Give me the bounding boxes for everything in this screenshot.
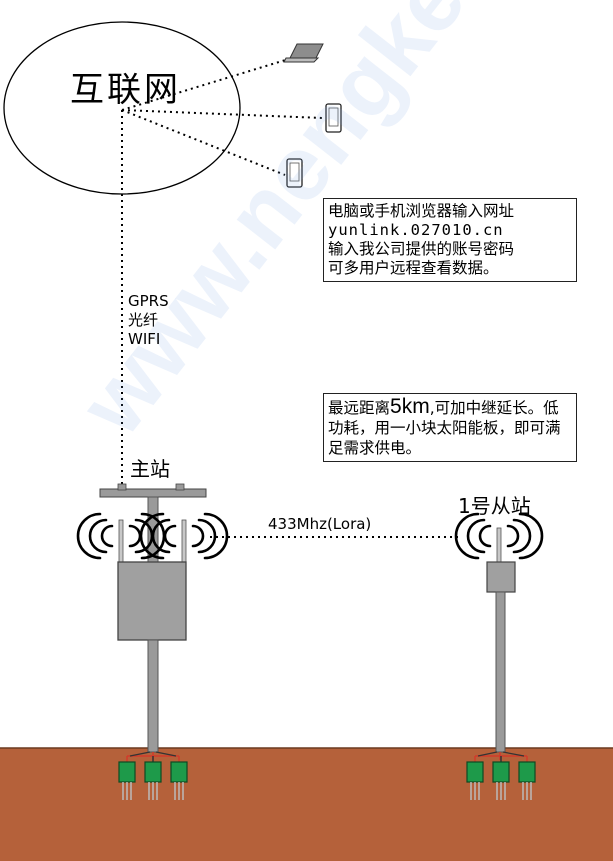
uplink-label: GPRS 光纤 WIFI: [128, 292, 169, 349]
sensor-icon: [144, 761, 162, 800]
phone-icon: [286, 158, 303, 188]
sensor-icon: [492, 761, 510, 800]
access-url: yunlink.027010.cn: [328, 221, 504, 239]
range-prefix: 最远距离: [328, 399, 391, 417]
laptop-icon: [283, 43, 324, 63]
sub-station-label: 1号从站: [458, 494, 531, 518]
sensor-icon: [518, 761, 536, 800]
sub-sensor-array: [466, 751, 536, 800]
access-note-line1: 电脑或手机浏览器输入网址: [328, 202, 515, 220]
radio-link-label: 433Mhz(Lora): [266, 515, 374, 534]
access-note: 电脑或手机浏览器输入网址 yunlink.027010.cn 输入我公司提供的账…: [323, 198, 577, 282]
range-distance: 5km: [390, 395, 430, 418]
access-note-line3: 输入我公司提供的账号密码: [328, 240, 515, 258]
uplink-wifi: WIFI: [128, 330, 161, 348]
sensor-icon: [170, 761, 188, 800]
ground-soil: [0, 748, 613, 861]
range-note: 最远距离5km,可加中继延长。低功耗，用一小块太阳能板，即可满足需求供电。: [323, 393, 577, 462]
wireless-waves-icon: [454, 512, 544, 560]
range-rest: ,可加中继延长。低功耗，用一小块太阳能板，即可满足需求供电。: [328, 399, 561, 457]
access-note-line4: 可多用户远程查看数据。: [328, 259, 499, 277]
main-station: [99, 483, 207, 753]
device-links: [121, 57, 462, 538]
main-station-label: 主站: [130, 457, 170, 481]
sub-station: [486, 527, 516, 753]
wireless-waves-icon: [139, 512, 229, 560]
uplink-gprs: GPRS: [128, 292, 169, 310]
phone-icon: [325, 103, 342, 133]
sensor-icon: [466, 761, 484, 800]
internet-label: 互联网: [70, 70, 181, 110]
sensor-icon: [118, 761, 136, 800]
main-sensor-array: [118, 751, 188, 800]
uplink-fiber: 光纤: [128, 311, 159, 329]
